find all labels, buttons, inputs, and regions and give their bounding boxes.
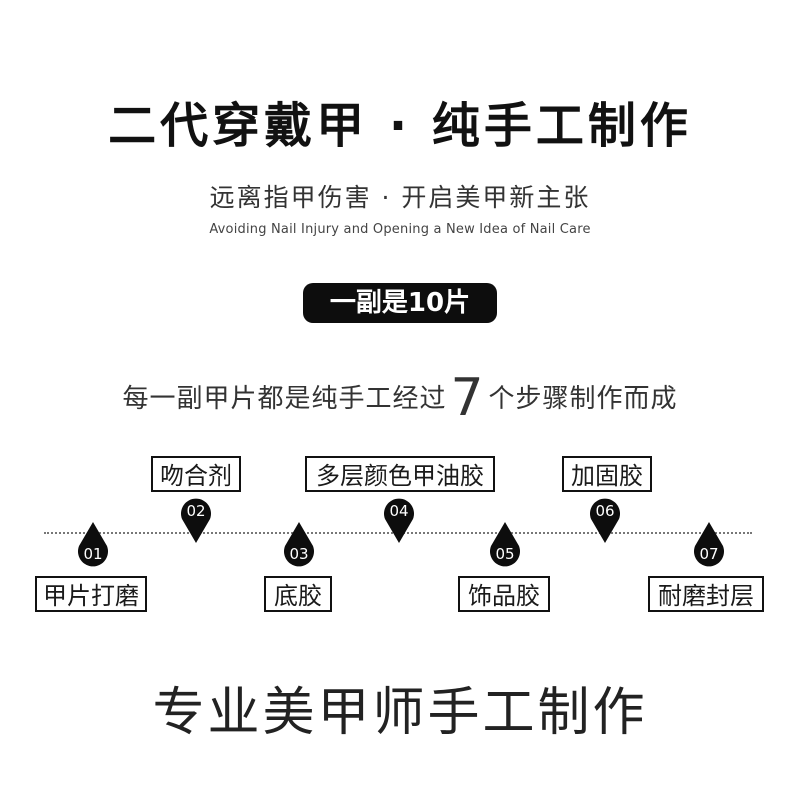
step-number-02: 02 [186,502,206,520]
step-marker-04: 04 [382,495,416,543]
steps-intro-before: 每一副甲片都是纯手工经过 [122,384,447,414]
step-marker-06: 06 [588,495,622,543]
step-label-02: 吻合剂 [151,456,241,492]
step-marker-01: 01 [76,522,110,570]
subtitle-english: Avoiding Nail Injury and Opening a New I… [209,222,591,237]
step-number-04: 04 [389,502,409,520]
step-number-05: 05 [495,545,515,563]
step-number-03: 03 [289,545,309,563]
step-label-04: 多层颜色甲油胶 [305,456,495,492]
step-marker-07: 07 [692,522,726,570]
step-label-03: 底胶 [264,576,332,612]
step-number-06: 06 [595,502,615,520]
step-number-07: 07 [699,545,719,563]
step-label-06: 加固胶 [562,456,652,492]
step-marker-02: 02 [179,495,213,543]
subtitle-chinese: 远离指甲伤害 · 开启美甲新主张 [209,183,591,212]
piece-count-badge: 一副是10片 [303,283,497,323]
step-label-05: 饰品胶 [458,576,550,612]
step-marker-05: 05 [488,522,522,570]
step-number-01: 01 [83,545,103,563]
steps-intro-after: 个步骤制作而成 [488,384,678,414]
main-title: 二代穿戴甲 · 纯手工制作 [108,98,692,154]
steps-count: 7 [450,368,485,428]
footer-title: 专业美甲师手工制作 [152,683,648,743]
step-label-01: 甲片打磨 [35,576,147,612]
step-label-07: 耐磨封层 [648,576,764,612]
step-marker-03: 03 [282,522,316,570]
